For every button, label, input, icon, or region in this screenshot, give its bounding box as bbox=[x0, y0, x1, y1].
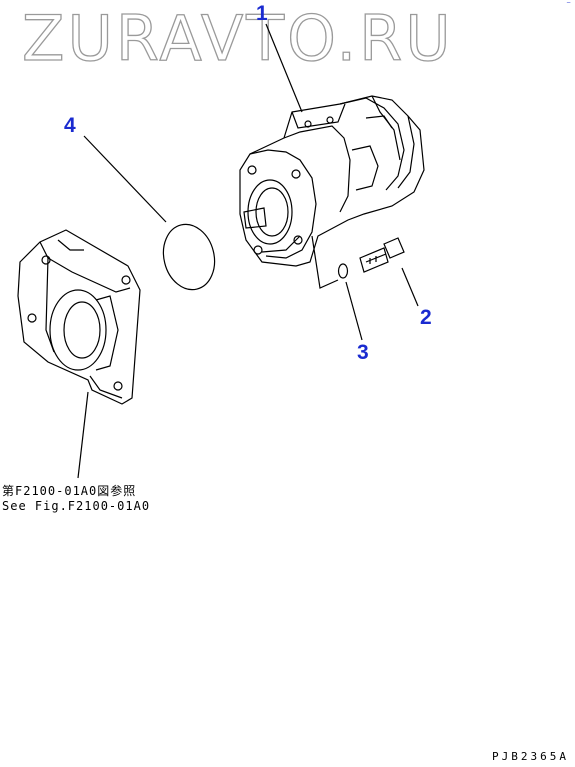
callout-1[interactable]: 1 bbox=[256, 2, 268, 25]
o-ring[interactable] bbox=[157, 219, 221, 295]
drawing-code: PJB2365A bbox=[492, 750, 569, 763]
corner-mark: ⁻ bbox=[566, 0, 571, 10]
leader-line-2 bbox=[401, 267, 419, 307]
reference-note-jp: 第F2100-01A0図参照 bbox=[2, 484, 137, 498]
leader-line-1 bbox=[265, 23, 303, 113]
washer[interactable] bbox=[337, 263, 349, 279]
reference-note-en: See Fig.F2100-01A0 bbox=[2, 499, 151, 513]
leader-line-ref bbox=[77, 391, 89, 479]
leader-line-4 bbox=[83, 135, 167, 223]
leader-bracket-3 bbox=[311, 235, 339, 289]
hydraulic-pump[interactable] bbox=[239, 95, 425, 267]
callout-4[interactable]: 4 bbox=[64, 114, 76, 137]
callout-3[interactable]: 3 bbox=[357, 341, 369, 364]
leader-line-3 bbox=[345, 281, 363, 341]
watermark-text: ZURAVTO.RU bbox=[21, 1, 454, 75]
bolt[interactable] bbox=[359, 237, 405, 273]
callout-2[interactable]: 2 bbox=[420, 306, 432, 329]
flange-housing[interactable] bbox=[17, 229, 141, 405]
